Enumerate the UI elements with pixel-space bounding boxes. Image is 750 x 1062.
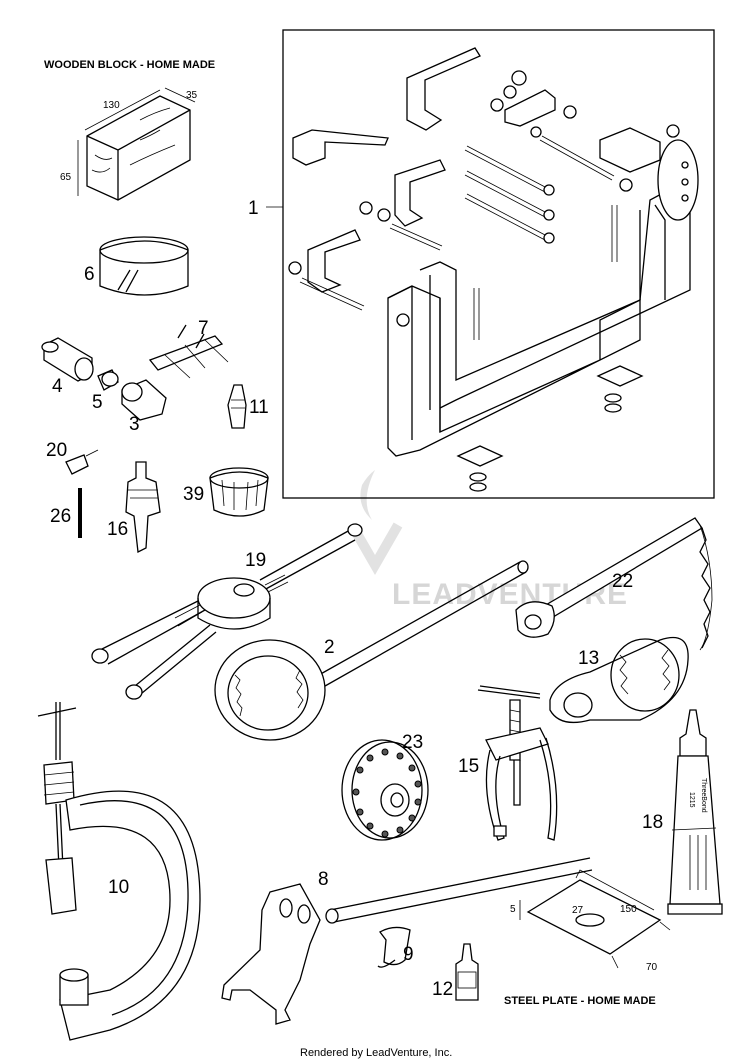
- callout-15: 15: [458, 756, 479, 777]
- callout-9: 9: [403, 944, 414, 965]
- engine-stand-assembly: [266, 29, 715, 499]
- sealant-11: [227, 384, 247, 429]
- wooden-block: [77, 87, 196, 201]
- dim-plate-thickness: 5: [510, 904, 516, 915]
- threaded-rods: [299, 135, 618, 340]
- sealant-number-label: 1215: [688, 792, 695, 808]
- callout-11: 11: [249, 397, 269, 418]
- bracket-c: [394, 159, 446, 227]
- footer-credit: Rendered by LeadVenture, Inc.: [300, 1047, 452, 1059]
- dim-block-length: 130: [103, 100, 120, 111]
- bracket-d: [307, 229, 361, 293]
- callout-3: 3: [129, 414, 140, 435]
- callout-5: 5: [92, 392, 103, 413]
- holder-13: [549, 636, 689, 724]
- heading-wooden-block: WOODEN BLOCK - HOME MADE: [44, 59, 215, 71]
- callout-6: 6: [84, 264, 95, 285]
- callout-22: 22: [612, 571, 633, 592]
- socket-39: [209, 471, 269, 517]
- callout-2: 2: [324, 637, 335, 658]
- dim-plate-width: 70: [646, 962, 658, 973]
- puller-set-small: [41, 324, 247, 429]
- clutch-holder-2: [214, 560, 529, 741]
- callout-8: 8: [318, 869, 329, 890]
- callout-39: 39: [183, 484, 204, 505]
- dim-plate-hole: 27: [572, 905, 584, 916]
- steel-plate: [519, 869, 671, 969]
- valve-spring-compressor-10: [37, 702, 201, 1041]
- mounting-disc: [657, 139, 699, 221]
- bolt-20: [65, 454, 89, 475]
- callout-12: 12: [432, 979, 453, 1000]
- bracket-e: [504, 89, 556, 127]
- callout-23: 23: [402, 732, 423, 753]
- heading-steel-plate: STEEL PLATE - HOME MADE: [504, 995, 656, 1007]
- callout-20: 20: [46, 440, 67, 461]
- three-jaw-puller-15: [477, 685, 558, 841]
- bracket-9: [377, 926, 411, 968]
- dim-block-depth: 35: [186, 90, 198, 101]
- foot-pad-1: [456, 445, 504, 467]
- chain-wrench-22: [515, 517, 713, 651]
- engine-stand-frame-box: [282, 29, 715, 499]
- callout-4: 4: [52, 376, 63, 397]
- callout-16: 16: [107, 519, 128, 540]
- callout-10: 10: [108, 877, 129, 898]
- piston-ring-compressor: [99, 236, 189, 296]
- loctite-bottle-12: [455, 943, 479, 1001]
- puller-16: [125, 461, 161, 553]
- callout-26: 26: [50, 506, 71, 527]
- callout-1: 1: [248, 198, 259, 219]
- bracket-a: [292, 129, 389, 166]
- bracket-b: [406, 47, 481, 131]
- sealant-tube-18: ThreeBond 1215: [667, 709, 723, 915]
- holding-wrench-19: [91, 523, 363, 700]
- callout-19: 19: [245, 550, 266, 571]
- callout-18: 18: [642, 812, 663, 833]
- stand-front-u: [387, 285, 641, 457]
- dim-plate-length: 150: [620, 904, 637, 915]
- callout-7: 7: [198, 318, 209, 339]
- crankshaft-support-8: [221, 857, 593, 1025]
- rotating-plate: [599, 127, 661, 173]
- sealant-brand-label: ThreeBond: [700, 778, 707, 813]
- small-parts-20-26-16-39: [65, 449, 269, 553]
- dim-block-height: 65: [60, 172, 72, 183]
- press-bar-7: [148, 335, 224, 371]
- nuts-washers: [288, 70, 633, 275]
- foot-pad-2: [596, 365, 644, 387]
- flywheel-puller-23: [341, 739, 429, 841]
- callout-13: 13: [578, 648, 599, 669]
